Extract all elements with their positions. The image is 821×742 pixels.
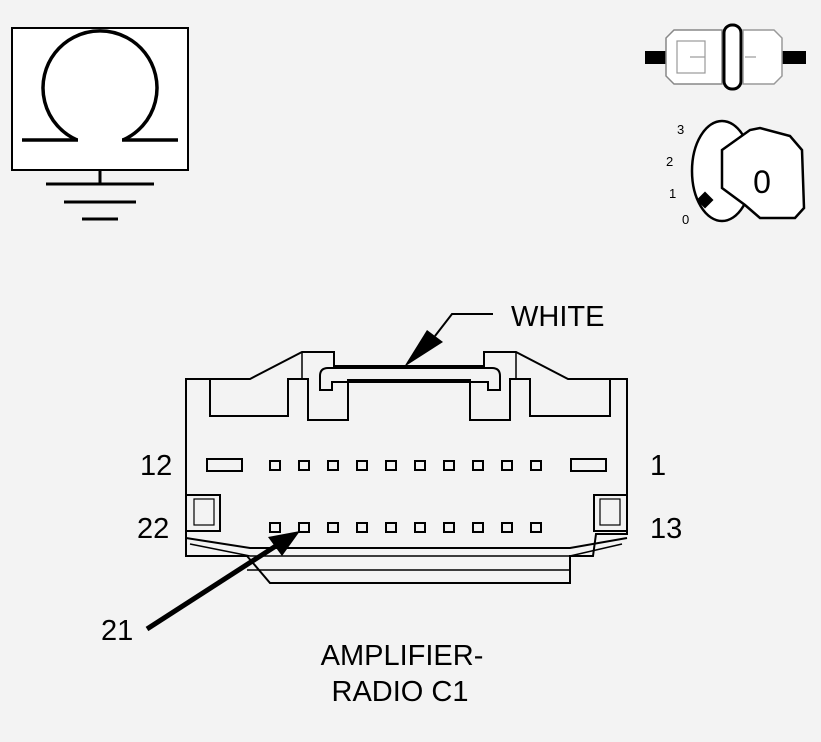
fuse-icon [645,23,806,91]
pin-21-arrowhead [268,531,300,556]
pin-label-12: 12 [140,450,172,482]
connector-face: WHITE [101,301,682,708]
ignition-key-label: 0 [753,164,771,200]
connector-caption-line2: RADIO C1 [332,676,469,708]
top-row-cavities [269,460,542,471]
ignition-position-1: 1 [669,186,676,201]
white-callout-arrowhead [404,330,443,367]
pin-label-1: 1 [650,450,666,482]
bottom-row-cavities [269,522,542,533]
ignition-position-0: 0 [682,212,689,227]
ignition-position-3: 3 [677,122,684,137]
ohm-ground-icon [11,27,189,221]
pin-label-21: 21 [101,615,133,647]
ignition-key-icon: 3 2 1 0 0 [666,119,806,227]
connector-caption-line1: AMPLIFIER- [321,640,484,672]
connector-color-label: WHITE [511,301,604,333]
pin-label-22: 22 [137,513,169,545]
pin-label-13: 13 [650,513,682,545]
ignition-position-2: 2 [666,154,673,169]
